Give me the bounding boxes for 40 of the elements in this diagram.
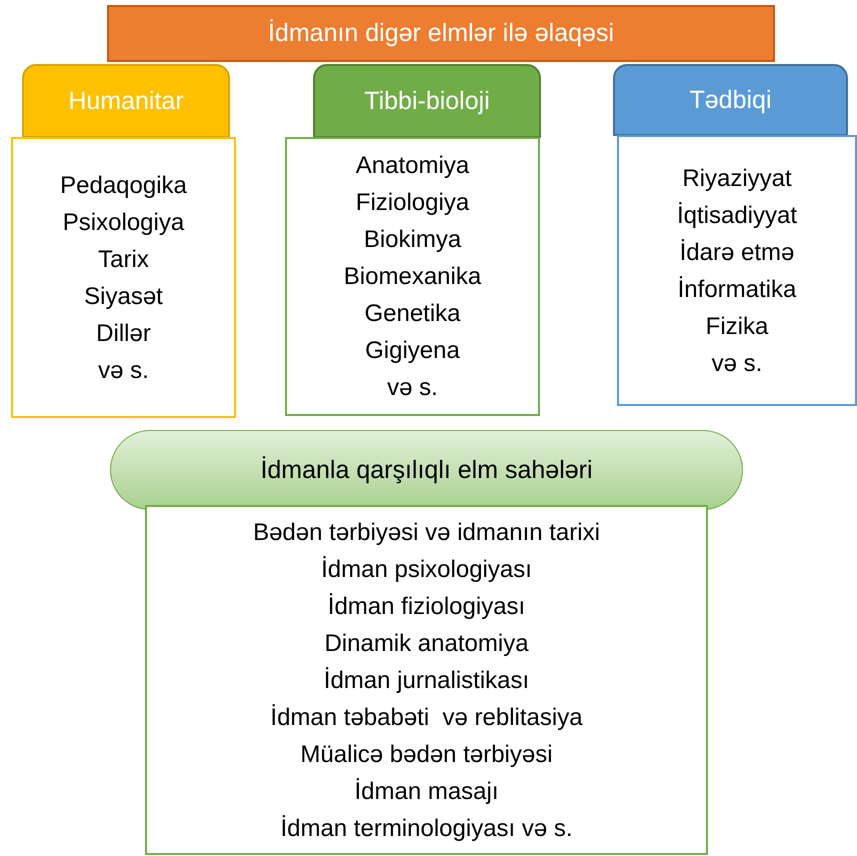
list-item: Fizika	[706, 312, 768, 342]
list-item: İdarə etmə	[680, 238, 794, 268]
list-panel	[11, 137, 236, 418]
list-item: Gigiyena	[365, 336, 460, 366]
list-item: və s.	[98, 356, 149, 386]
list-item: İdman psixologiyası	[321, 554, 532, 584]
list-item: İqtisadiyyat	[676, 200, 798, 230]
list-item: Dinamik anatomiya	[324, 628, 529, 658]
list-item: Müalicə bədən tərbiyəsi	[300, 740, 553, 770]
list-item: Biomexanika	[344, 262, 482, 292]
list-item: İdman masajı	[354, 776, 499, 806]
list-item: Genetika	[364, 299, 461, 329]
list-item: Tarix	[98, 244, 149, 274]
heading-text: Tədbiqi	[690, 86, 772, 114]
list-item: İnformatika	[678, 274, 796, 304]
title-banner: İdmanın digər elmlər ilə əlaqəsi	[107, 5, 775, 62]
list-panel	[285, 137, 540, 416]
heading-text: Tibbi-bioloji	[364, 86, 490, 116]
heading-text: İdmanla qarşılıqlı elm sahələri	[260, 456, 593, 484]
list-panel	[617, 135, 857, 406]
list-item: Fiziologiya	[356, 188, 470, 218]
list-item: İdman təbabəti və reblitasiya	[270, 702, 583, 732]
list-item: Biokimya	[364, 225, 462, 255]
list-item: Anatomiya	[356, 151, 470, 181]
list-item: İdman terminologiyası və s.	[280, 814, 573, 844]
list-panel	[145, 505, 708, 855]
list-item: Psixologiya	[62, 208, 184, 238]
list-item: Riyaziyyat	[682, 164, 792, 194]
heading-text: Humanitar	[68, 86, 184, 116]
list-item: və s.	[712, 348, 762, 378]
list-item: Pedaqogika	[60, 170, 187, 200]
category-tab	[613, 64, 848, 136]
list-item: Siyasət	[84, 282, 163, 312]
list-item: İdman fiziologiyası	[328, 592, 526, 622]
list-item: Dillər	[96, 318, 151, 348]
list-item: və s.	[387, 373, 438, 403]
list-item: Bədən tərbiyəsi və idmanın tarixi	[253, 518, 600, 548]
category-tab	[22, 64, 230, 138]
list-item: İdman jurnalistikası	[324, 666, 530, 696]
category-tab	[313, 64, 541, 138]
